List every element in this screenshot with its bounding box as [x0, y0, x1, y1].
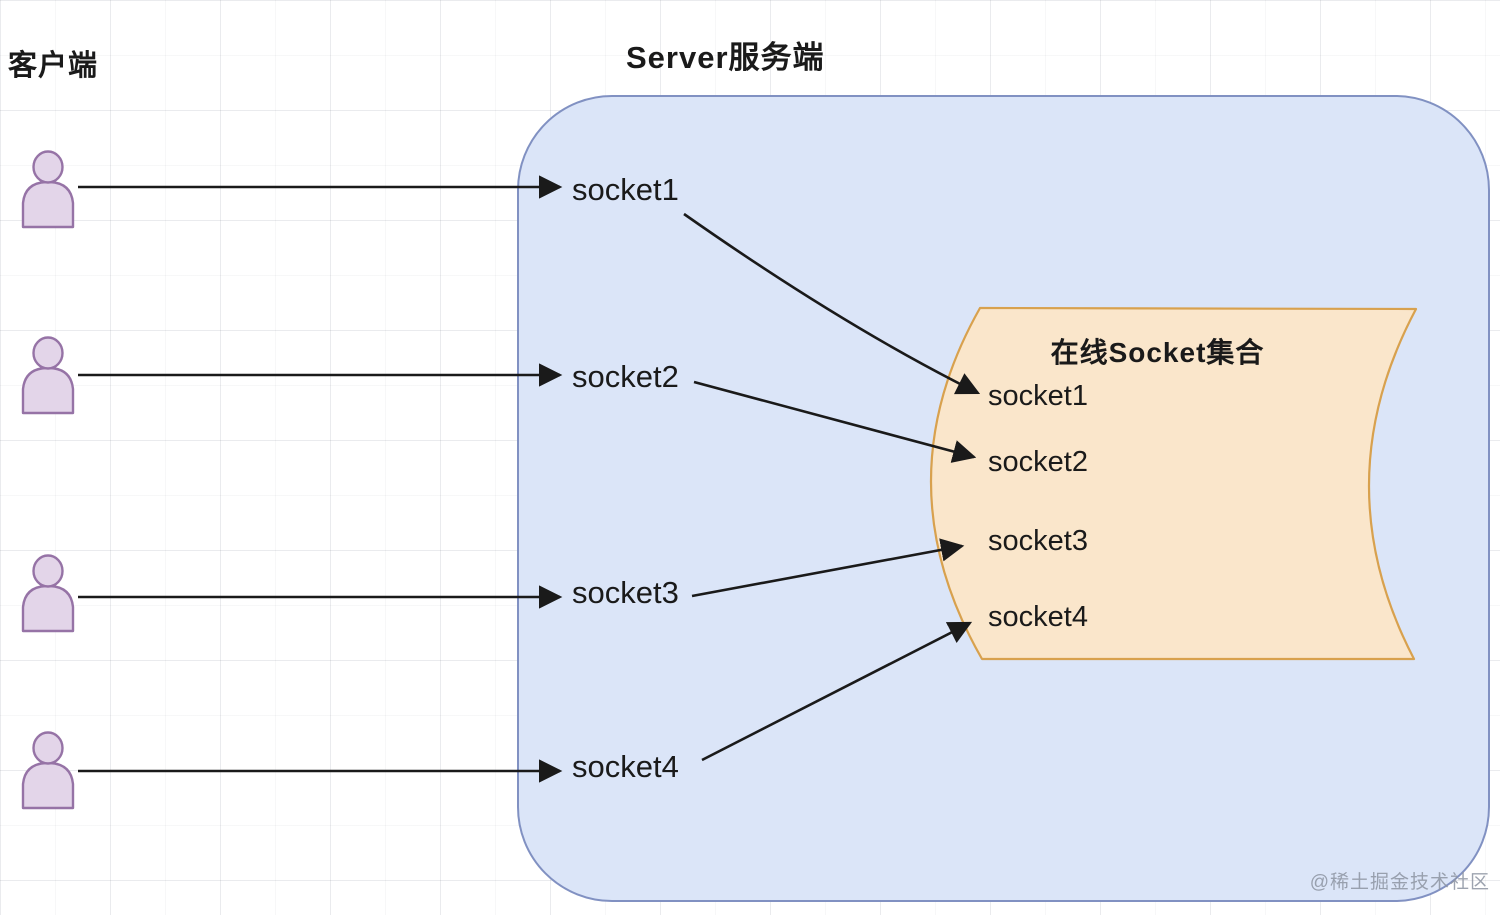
- client-section-title: 客户端: [8, 50, 99, 82]
- server-socket4-label: socket4: [572, 749, 679, 784]
- collection-title: 在线Socket集合: [1050, 337, 1265, 368]
- person-icon: [21, 150, 75, 229]
- collection-socket3-label: socket3: [988, 525, 1088, 557]
- collection-socket2-label: socket2: [988, 446, 1088, 478]
- arrow-socket2-to-collection: [693, 380, 977, 463]
- collection-socket1-label: socket1: [988, 380, 1088, 412]
- collection-socket4-label: socket4: [988, 601, 1088, 633]
- server-socket2-label: socket2: [572, 359, 679, 394]
- person-icon: [21, 554, 75, 633]
- server-section-title: Server服务端: [626, 40, 825, 75]
- server-socket3-label: socket3: [572, 575, 679, 610]
- person-icon: [21, 731, 75, 810]
- watermark-text: @稀土掘金技术社区: [1309, 872, 1490, 893]
- person-icon: [21, 336, 75, 415]
- arrow-socket4-to-collection: [701, 621, 973, 762]
- arrow-socket3-to-collection: [691, 538, 965, 598]
- arrow-socket1-to-collection: [683, 212, 981, 395]
- server-socket1-label: socket1: [572, 172, 679, 207]
- online-socket-collection-shape: [929, 306, 1418, 661]
